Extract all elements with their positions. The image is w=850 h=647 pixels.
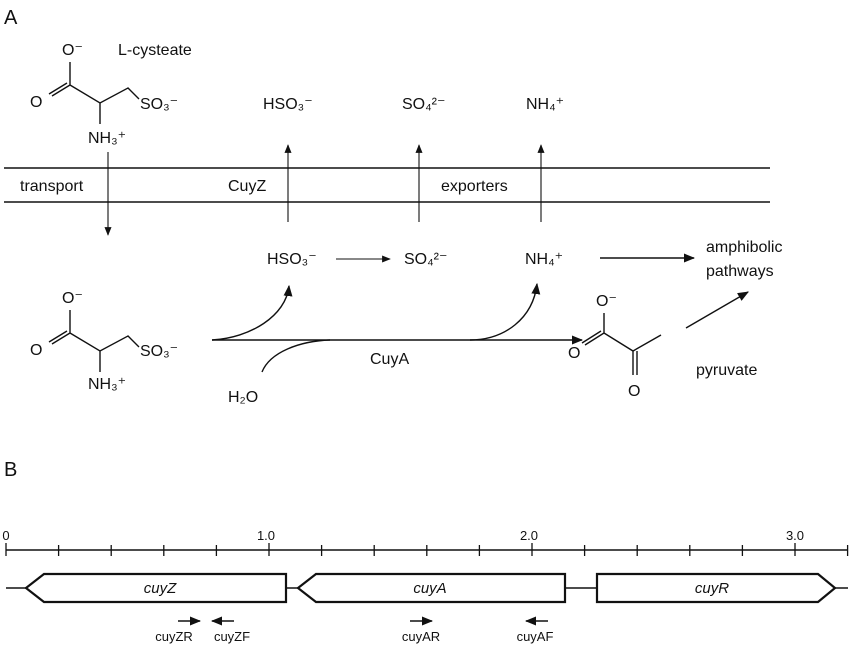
gene-label-cuyz: cuyZ: [144, 580, 177, 597]
scale-label-2: 2.0: [520, 528, 538, 543]
l-cysteate-molecule-top: O⁻ O SO₃⁻ NH₃⁺: [30, 42, 178, 147]
carboxylate-o-minus: O⁻: [62, 42, 83, 59]
outside-ammonium: NH₄⁺: [526, 96, 564, 113]
carboxylate-o-minus: O⁻: [62, 290, 83, 307]
bisulfite-release-arrow: [211, 284, 293, 341]
outside-bisulfite: HSO₃⁻: [263, 96, 313, 113]
panel-a-label: A: [4, 7, 18, 29]
scale-bar: [5, 543, 849, 556]
primer-label-cuyzf: cuyZF: [214, 629, 250, 644]
keto-o: O: [628, 383, 640, 400]
inside-bisulfite: HSO₃⁻: [267, 251, 317, 268]
cuya-label: CuyA: [370, 351, 409, 368]
sulfonate-group: SO₃⁻: [140, 96, 178, 113]
carbonyl-o: O: [30, 342, 42, 359]
primer-label-cuyzr: cuyZR: [155, 629, 193, 644]
cuyz-label: CuyZ: [228, 178, 266, 195]
l-cysteate-molecule-bottom: O⁻ O SO₃⁻ NH₃⁺: [30, 290, 178, 393]
l-cysteate-label: L-cysteate: [118, 42, 192, 59]
amino-group: NH₃⁺: [88, 376, 126, 393]
pyruvate-to-pathways-arrow: [685, 291, 749, 329]
carboxylate-o-minus: O⁻: [596, 293, 617, 310]
outside-sulfate: SO₄²⁻: [402, 96, 445, 113]
carbonyl-o: O: [568, 345, 580, 362]
primer-label-cuyaf: cuyAF: [517, 629, 554, 644]
pyruvate-molecule: O⁻ O O: [568, 293, 662, 400]
water-input-arrow: [261, 339, 331, 373]
transport-label: transport: [20, 178, 84, 195]
carbonyl-o: O: [30, 94, 42, 111]
gene-label-cuyr: cuyR: [695, 580, 729, 597]
sulfonate-group: SO₃⁻: [140, 343, 178, 360]
amphibolic-label: amphibolic: [706, 239, 782, 256]
scale-label-3: 3.0: [786, 528, 804, 543]
gene-label-cuya: cuyA: [413, 580, 446, 597]
gene-arrow-cuyz: [24, 572, 288, 604]
membrane: [4, 167, 770, 203]
pyruvate-label: pyruvate: [696, 362, 757, 379]
gene-arrow-cuyr: [595, 572, 837, 604]
gene-arrow-cuya: [296, 572, 567, 604]
amino-group: NH₃⁺: [88, 130, 126, 147]
inside-sulfate: SO₄²⁻: [404, 251, 447, 268]
pathways-label: pathways: [706, 263, 774, 280]
scale-label-0: 0: [2, 528, 9, 543]
primer-label-cuyar: cuyAR: [402, 629, 440, 644]
ammonium-release-arrow: [469, 282, 541, 341]
panel-b-label: B: [4, 459, 17, 481]
inside-ammonium: NH₄⁺: [525, 251, 563, 268]
water-label: H₂O: [228, 389, 258, 406]
exporters-label: exporters: [441, 178, 508, 195]
scale-label-1: 1.0: [257, 528, 275, 543]
